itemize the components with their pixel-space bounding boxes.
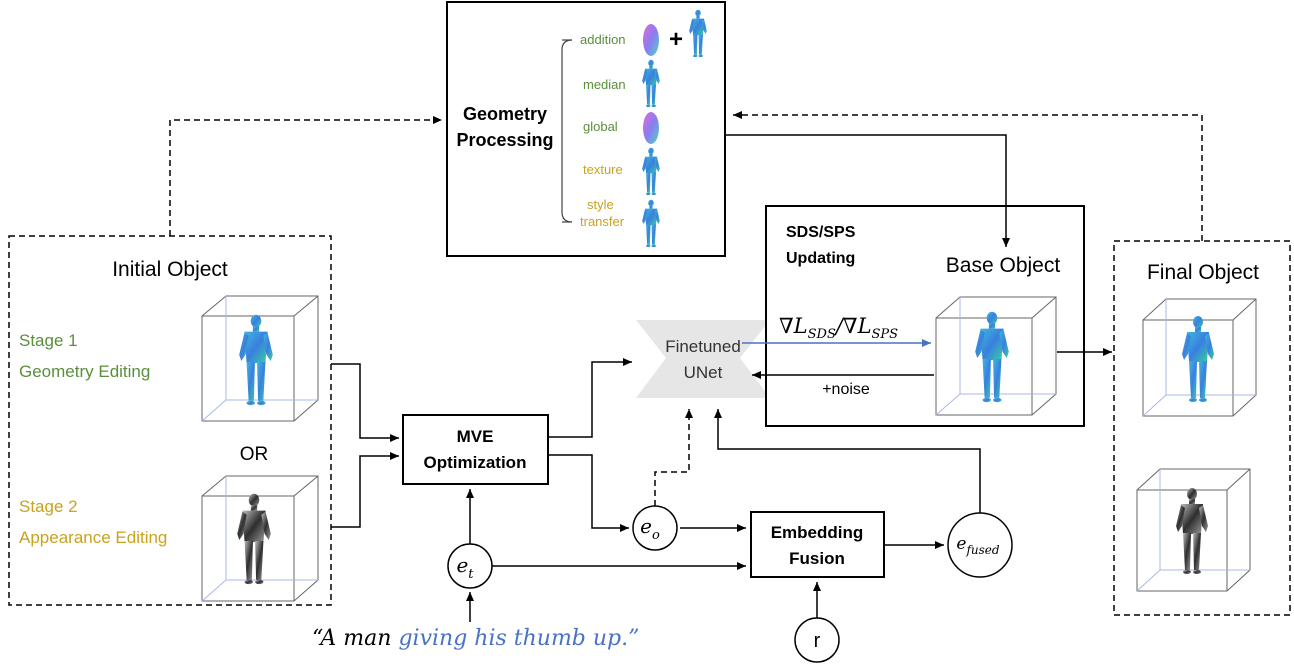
sphere-icon [643,24,659,56]
plus-sign: + [669,26,683,53]
eo-to-unet-connector [654,409,693,506]
stage1-description: Geometry Editing [19,362,150,381]
geometry-processing-box [446,1,726,257]
text-prompt: “A man giving his thumb up.” [312,626,639,651]
unet-label-line1: Finetuned [665,337,741,356]
mve-label-line1: MVE [457,427,494,446]
final-geometry-cube [1142,298,1257,417]
gradient-label: ∇LSDS/∇LSPS [779,314,898,342]
sds-title-line1: SDS/SPS [786,224,856,241]
e-o-label: eo [640,514,660,543]
option-addition: addition [580,32,626,47]
initial-geometry-mesh-icon [239,314,273,406]
final-to-geometry-connector [733,111,1203,241]
stage1-label: Stage 1 [19,331,78,350]
e-fused-label: efused [956,534,999,557]
mve-to-eo-connector [548,454,629,532]
sds-title-line2: Updating [786,250,855,267]
base-object-cube [935,296,1057,416]
final-object-title: Final Object [1147,261,1259,284]
geometry-to-base-connector [725,134,1010,247]
unet-shape [636,320,770,398]
sphere-global-icon [643,112,659,144]
option-style-transfer-line2: transfer [580,214,625,229]
e-t-label: et [456,553,474,582]
option-median: median [583,77,626,92]
initial-to-geometry-connector [169,116,442,236]
options-bracket [561,39,573,223]
appearance-cube-to-mve-connector [331,452,399,528]
initial-appearance-cube [201,475,319,602]
efused-to-unet-connector [714,409,981,513]
or-label: OR [240,444,269,465]
initial-geometry-cube [201,295,319,422]
stage2-description: Appearance Editing [19,528,167,547]
initial-object-title: Initial Object [112,258,228,281]
noise-label: +noise [822,381,870,398]
final-geometry-mesh-icon [1182,316,1214,402]
final-appearance-cube [1136,468,1251,592]
fusion-label-line1: Embedding [771,523,864,542]
option-style-transfer-line1: style [587,197,614,212]
r-label: r [814,630,821,652]
geometry-processing-title-line2: Processing [456,130,553,150]
geometry-cube-to-mve-connector [331,363,399,442]
stage2-label: Stage 2 [19,497,78,516]
fusion-label-line2: Fusion [789,549,845,568]
final-appearance-mesh-icon [1176,488,1208,574]
base-object-label: Base Object [946,254,1061,277]
mve-to-unet-connector [548,358,632,438]
option-texture: texture [583,162,623,177]
initial-appearance-mesh-icon [237,493,271,585]
option-global: global [583,119,618,134]
sds-updating-box [765,205,1085,427]
mve-label-line2: Optimization [424,453,527,472]
final-object-box [1113,240,1291,616]
unet-label-line2: UNet [684,363,723,382]
geometry-processing-title-line1: Geometry [463,104,547,124]
mve-optimization-box [402,414,549,485]
